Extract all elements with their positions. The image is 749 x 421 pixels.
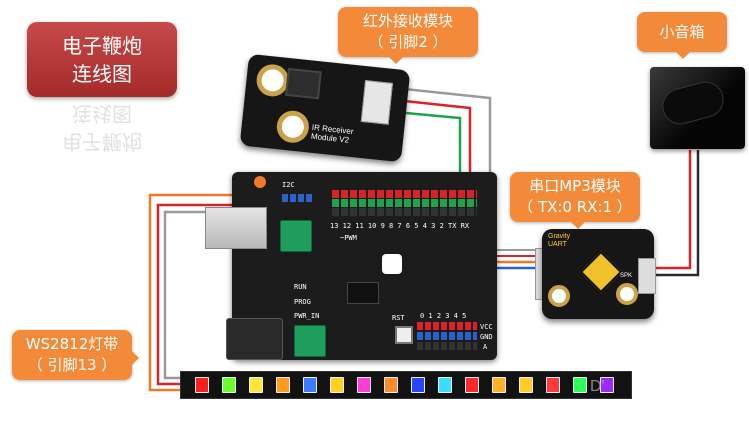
power-in-label: PWR_IN — [294, 312, 320, 320]
rst-label: RST — [392, 314, 405, 322]
led-pixel — [330, 377, 344, 393]
mp3-label-line-2: UART — [548, 241, 567, 248]
led-pixel — [465, 377, 479, 393]
header-i2c-blue — [282, 194, 312, 202]
vcc-label: VCC — [480, 323, 493, 331]
header-top-red — [332, 190, 477, 198]
i2c-label: I2C — [282, 181, 295, 189]
pin-a-label: A — [483, 343, 488, 351]
header-bottom-blue — [417, 332, 477, 340]
led-pixel — [438, 377, 452, 393]
watermark: D' — [590, 378, 605, 395]
mounting-hole-icon — [616, 283, 638, 305]
wire-spk-red — [654, 150, 692, 270]
chip-icon — [347, 282, 379, 304]
callout-ir-line-2: （ 引脚2 ） — [368, 33, 448, 51]
header-top-black — [332, 208, 477, 216]
callout-mp3-line-2: （ TX:0 RX:1 ） — [518, 198, 632, 216]
logo-icon — [382, 254, 402, 274]
led-pixel — [276, 377, 290, 393]
usb-port-icon — [205, 207, 267, 249]
mp3-chip-icon — [579, 250, 623, 294]
callout-mp3: 串口MP3模块 （ TX:0 RX:1 ） — [510, 172, 640, 229]
mp3-module: Gravity UART SPK — [542, 229, 654, 319]
title-reflection-line-2: 连线图 — [72, 102, 132, 126]
mounting-hole-icon — [548, 285, 570, 307]
header-bottom-black — [417, 342, 477, 350]
title-reflection: 电子鞭炮 连线图 — [27, 100, 177, 160]
header-bottom-red — [417, 322, 477, 330]
callout-mp3-line-1: 串口MP3模块 — [529, 177, 621, 195]
callout-ws-line-1: WS2812灯带 — [25, 335, 119, 353]
led-pixel — [222, 377, 236, 393]
title-reflection-line-1: 电子鞭炮 — [62, 130, 142, 154]
mounting-hole-icon — [275, 109, 311, 145]
terminal-block-icon — [280, 220, 312, 252]
led-pixel — [600, 377, 614, 393]
callout-ws-line-2: （ 引脚13 ） — [27, 356, 117, 374]
callout-ws2812: WS2812灯带 （ 引脚13 ） — [12, 330, 139, 380]
power-led-icon — [254, 176, 266, 188]
run-label: RUN — [294, 283, 307, 291]
callout-ir-line-1: 红外接收模块 — [362, 12, 453, 30]
led-pixel — [195, 377, 209, 393]
title-line-2: 连线图 — [72, 61, 132, 86]
led-pixel — [249, 377, 263, 393]
pwm-label: ~PWM — [340, 234, 357, 242]
callout-speaker: 小音箱 — [637, 12, 727, 59]
ir-module-label: IR Receiver Module V2 — [311, 123, 354, 145]
prog-label: PROG — [294, 298, 311, 306]
led-pixel — [357, 377, 371, 393]
ir-sensor-icon — [285, 67, 322, 100]
led-pixel — [546, 377, 560, 393]
mp3-spk-label: SPK — [620, 273, 633, 279]
header-top-green — [332, 199, 477, 207]
mp3-module-label: Gravity UART — [548, 233, 570, 249]
ir-receiver-module: IR Receiver Module V2 — [239, 53, 411, 163]
mp3-label-line-1: Gravity — [548, 233, 571, 240]
analog-pin-labels: 0 1 2 3 4 5 — [420, 312, 467, 320]
led-pixel — [384, 377, 398, 393]
led-pixel — [303, 377, 317, 393]
power-terminal-icon — [294, 325, 326, 357]
speaker-module — [650, 67, 745, 149]
ws2812-led-strip — [180, 371, 632, 399]
gnd-label: GND — [480, 333, 493, 341]
led-pixel — [519, 377, 533, 393]
title-line-1: 电子鞭炮 — [62, 33, 142, 58]
led-pixel — [573, 377, 587, 393]
callout-speaker-line-1: 小音箱 — [659, 22, 705, 41]
led-pixel — [492, 377, 506, 393]
callout-ir-receiver: 红外接收模块 （ 引脚2 ） — [338, 7, 478, 64]
dc-jack-icon — [226, 318, 283, 360]
diagram-title-panel: 电子鞭炮 连线图 — [27, 22, 177, 97]
speaker-connector-icon — [638, 258, 656, 294]
digital-pin-labels: 13 12 11 10 9 8 7 6 5 4 3 2 TX RX — [330, 222, 470, 230]
led-pixel — [411, 377, 425, 393]
speaker-grille-icon — [658, 77, 728, 129]
ir-connector-icon — [360, 80, 393, 125]
wire-spk-black — [654, 150, 700, 277]
reset-button[interactable] — [395, 326, 413, 344]
